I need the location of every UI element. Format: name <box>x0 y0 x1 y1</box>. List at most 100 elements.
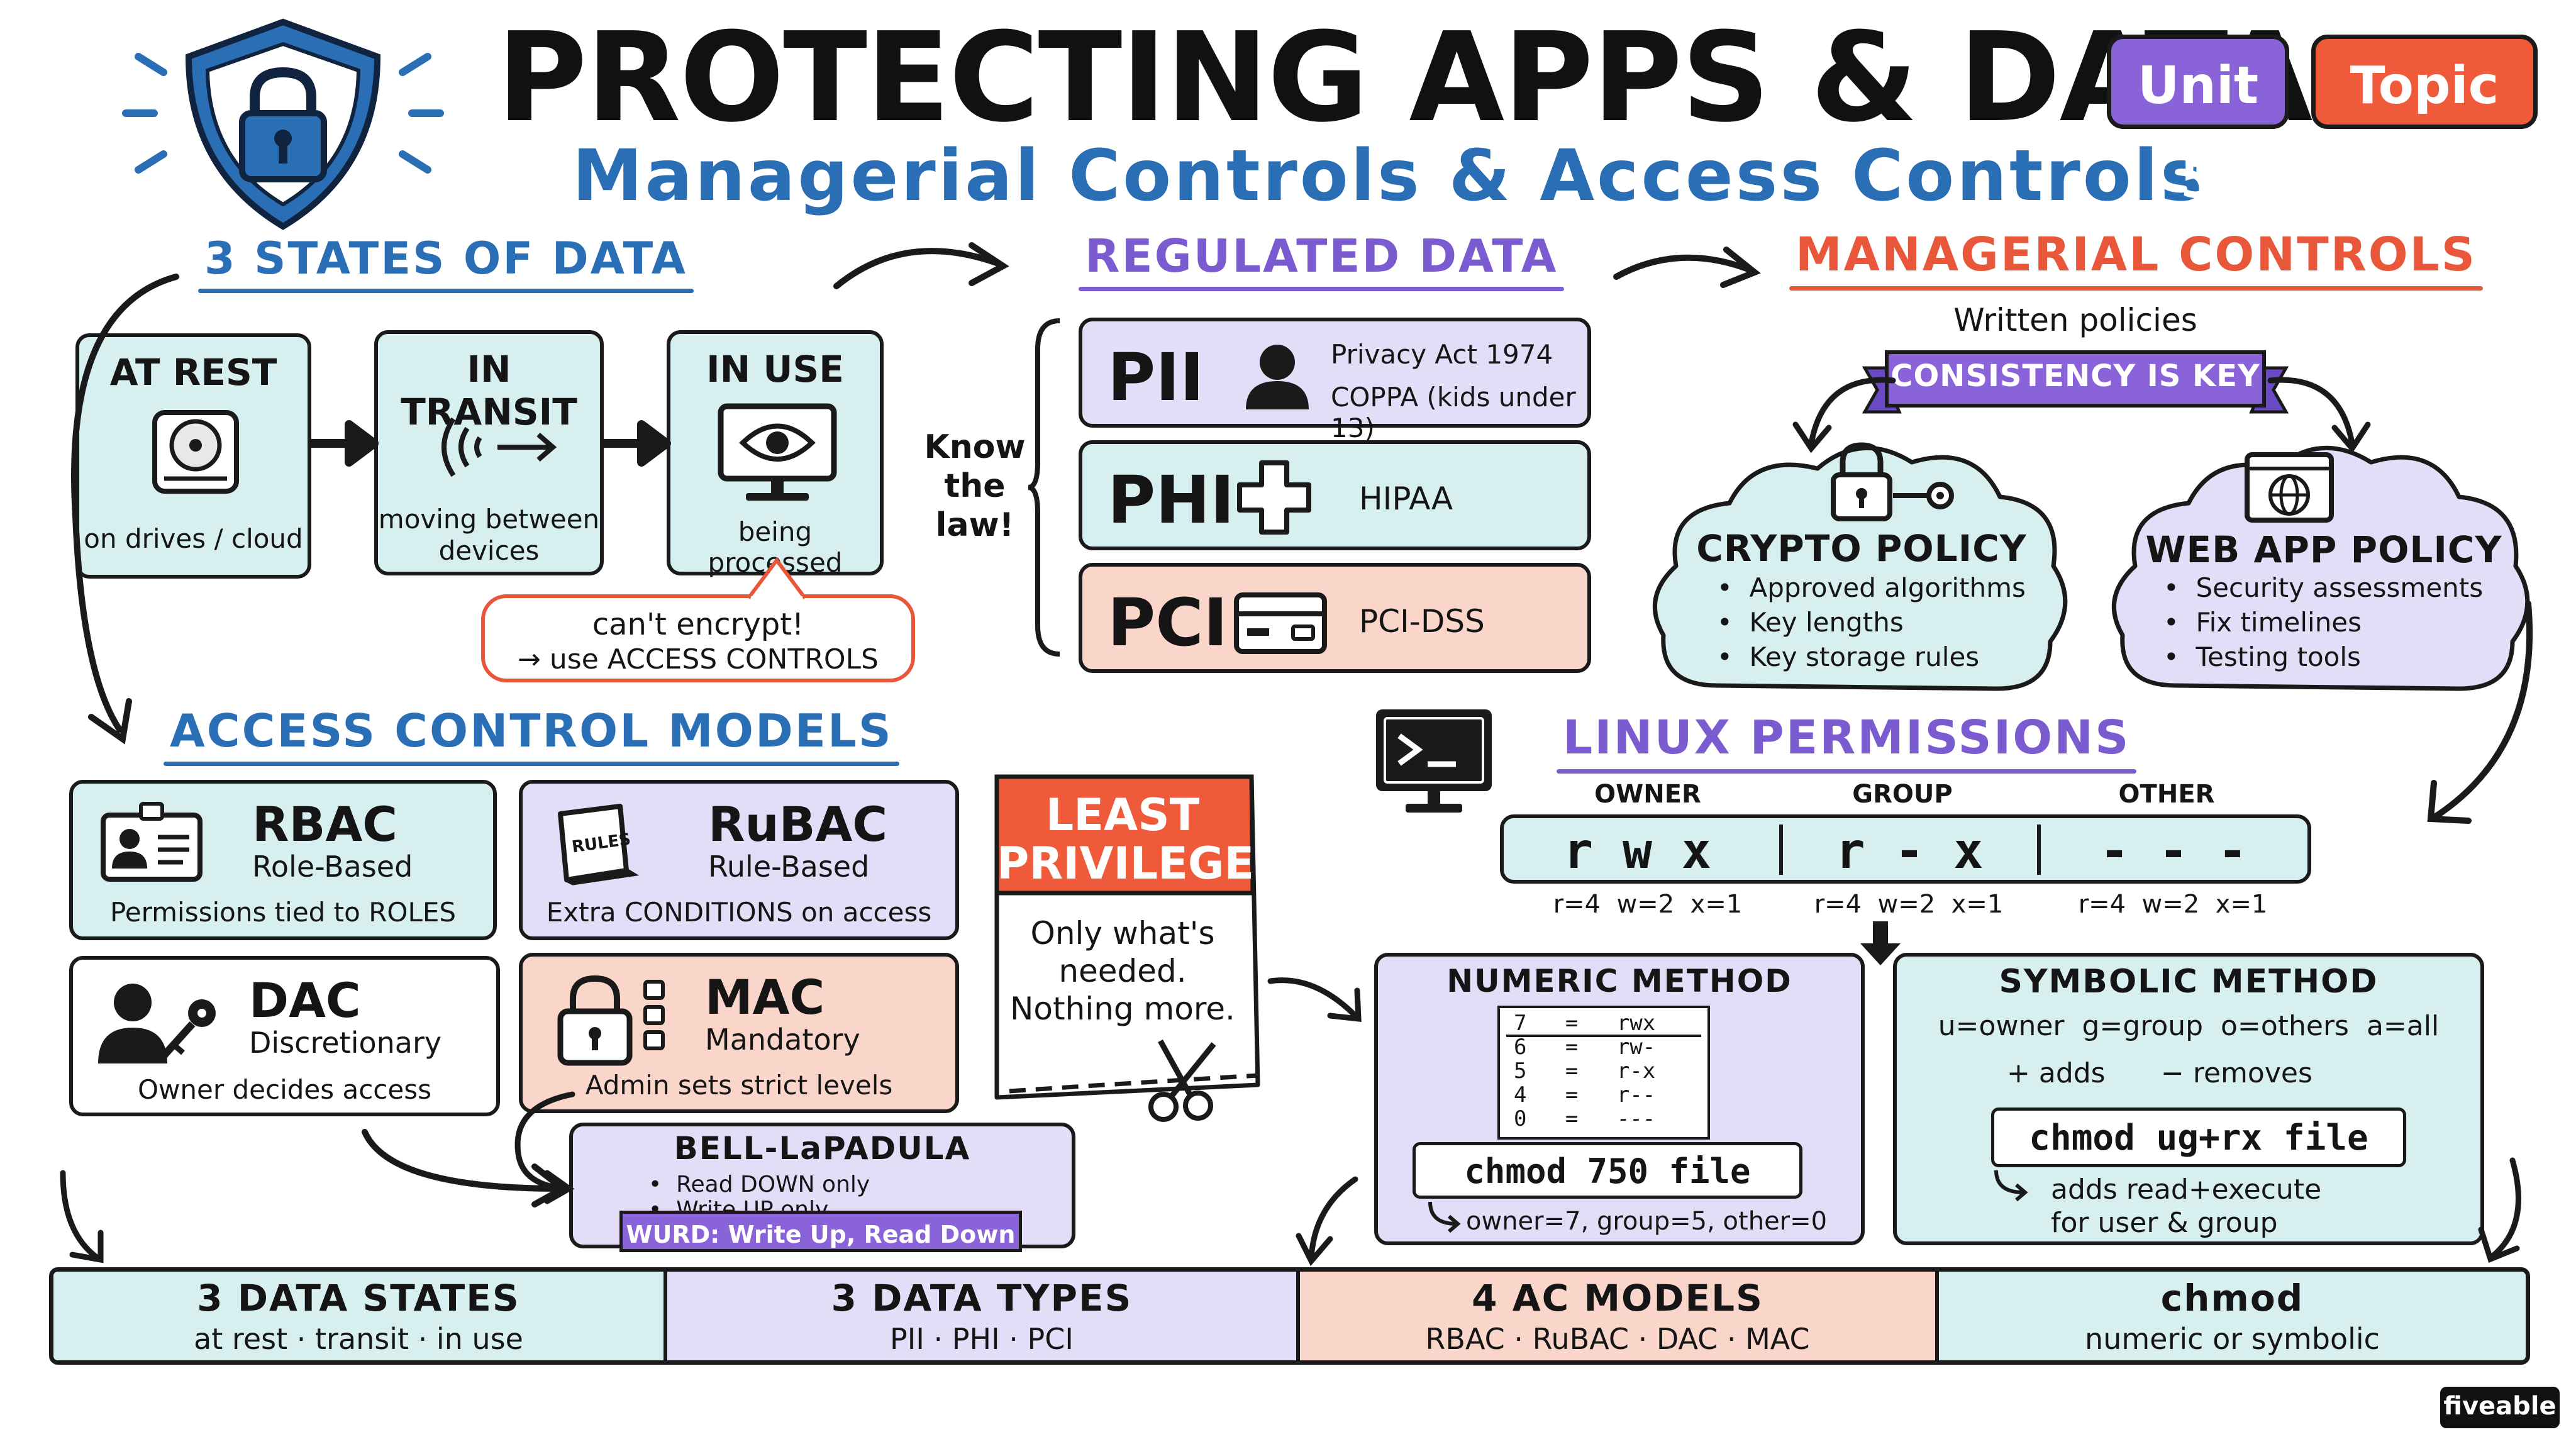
perm-5: r-x <box>1616 1058 1656 1084</box>
summary-chmod-title: chmod <box>2160 1277 2304 1319</box>
consistency-ribbon: CONSISTENCY IS KEY <box>1890 358 2260 394</box>
mac-desc: Admin sets strict levels <box>585 1070 893 1101</box>
perm-0: --- <box>1616 1106 1656 1131</box>
num-6: 6 <box>1514 1035 1527 1060</box>
perm-4: r-- <box>1616 1082 1656 1108</box>
dac-title: DAC <box>249 972 361 1028</box>
pci-label: PCI <box>1108 584 1228 661</box>
webapp-item-1: • Security assessments <box>2163 572 2484 603</box>
topic-badge: Topic 5.2 <box>2311 35 2538 210</box>
rbac-title: RBAC <box>252 796 398 852</box>
num-7: 7 <box>1514 1011 1527 1036</box>
crypto-item-1-text: Approved algorithms <box>1749 572 2026 603</box>
arrow-regulated-to-managerial <box>1613 247 1761 288</box>
symbolic-legend: u=owner g=group o=others a=all <box>1938 1010 2440 1042</box>
permission-bar: r w x r - x - - - <box>1500 814 2311 884</box>
written-policies: Written policies <box>1953 302 2197 338</box>
num-5: 5 <box>1514 1058 1527 1084</box>
summary-states-title: 3 DATA STATES <box>197 1277 520 1319</box>
know-line-1: Know <box>924 428 1026 466</box>
bell-title: BELL-LaPADULA <box>674 1130 971 1167</box>
acm-heading: ACCESS CONTROL MODELS <box>164 704 899 766</box>
lock-levels-icon <box>557 975 665 1066</box>
linux-heading: LINUX PERMISSIONS <box>1557 711 2137 774</box>
eq-4: = <box>1565 1082 1579 1108</box>
arrow-mac-to-bell <box>514 1091 575 1204</box>
rubac-card: RULES RuBAC Rule-Based Extra CONDITIONS … <box>519 780 959 940</box>
dac-desc: Owner decides access <box>137 1074 431 1105</box>
arrow-states-to-acm <box>71 274 179 745</box>
rubac-desc: Extra CONDITIONS on access <box>546 897 932 928</box>
scissors-icon <box>1009 1039 1258 1122</box>
linux-heading-underline <box>1557 769 2137 774</box>
eq-7: = <box>1565 1011 1579 1036</box>
webapp-item-3-text: Testing tools <box>2196 641 2361 672</box>
summary-states: 3 DATA STATES at rest · transit · in use <box>53 1272 667 1360</box>
numeric-command: chmod 750 file <box>1413 1142 1802 1199</box>
rbac-card: RBAC Role-Based Permissions tied to ROLE… <box>69 780 497 940</box>
monitor-eye-icon <box>718 403 837 501</box>
dac-card: DAC Discretionary Owner decides access <box>69 956 500 1116</box>
mac-card: MAC Mandatory Admin sets strict levels <box>519 953 959 1113</box>
eq-0: = <box>1565 1106 1579 1131</box>
pii-card: PII Privacy Act 1974 COPPA (kids under 1… <box>1079 318 1591 443</box>
summary-chmod: chmod numeric or symbolic <box>1939 1272 2526 1360</box>
person-icon <box>1246 345 1309 409</box>
in-transit-title: IN TRANSIT <box>401 348 577 433</box>
phi-law: HIPAA <box>1359 480 1453 517</box>
summary-states-sub: at rest · transit · in use <box>194 1322 523 1356</box>
states-heading-underline <box>198 289 694 293</box>
callout-line-2: → use ACCESS CONTROLS <box>518 643 879 675</box>
num-0: 0 <box>1514 1106 1527 1131</box>
callout-pointer <box>747 557 807 602</box>
summary-models-title: 4 AC MODELS <box>1472 1277 1763 1319</box>
eq-5: = <box>1565 1058 1579 1084</box>
rbac-desc: Permissions tied to ROLES <box>109 897 457 928</box>
numeric-title: NUMERIC METHOD <box>1446 963 1792 999</box>
in-use-card: IN USE being processed <box>667 330 884 578</box>
hard-drive-icon <box>152 410 239 494</box>
numeric-table-rule <box>1506 1035 1701 1037</box>
browser-globe-icon <box>2245 452 2334 523</box>
medical-cross-icon <box>1237 460 1311 535</box>
in-use-title: IN USE <box>706 348 844 391</box>
least-privilege-frame <box>994 774 1260 1100</box>
know-the-law: Know the law! <box>918 428 1031 545</box>
unit-badge: Unit 5 <box>2107 35 2289 210</box>
arrow-to-summary-3 <box>2478 1157 2521 1263</box>
bell-item-1-text: Read DOWN only <box>676 1172 870 1197</box>
states-heading-text: 3 STATES OF DATA <box>204 233 687 284</box>
brace <box>1028 318 1060 657</box>
page-title: PROTECTING APPS & DATA <box>497 6 2312 150</box>
perm-divider-1 <box>1779 824 1783 875</box>
webapp-item-2: • Fix timelines <box>2163 607 2362 638</box>
wireless-signal-icon <box>441 417 557 477</box>
symbolic-note-arrow <box>1994 1170 2028 1202</box>
numeric-card: NUMERIC METHOD 7 = rwx 6 = rw- 5 = r-x 4… <box>1374 953 1865 1245</box>
credit-card-icon <box>1234 592 1327 654</box>
arrow-to-summary-2 <box>1296 1176 1358 1267</box>
lock-key-icon <box>1831 442 1954 521</box>
perm-7: rwx <box>1616 1011 1656 1036</box>
linux-heading-text: LINUX PERMISSIONS <box>1563 711 2131 765</box>
ribbon-arrow-left <box>1792 377 1896 453</box>
dac-sub: Discretionary <box>249 1026 442 1060</box>
id-badge-icon <box>101 802 203 882</box>
group-perm: r - x <box>1835 823 1984 880</box>
summary-bar: 3 DATA STATES at rest · transit · in use… <box>49 1267 2530 1365</box>
other-values: r=4 w=2 x=1 <box>2078 890 2268 919</box>
in-transit-caption-1: moving between <box>378 504 600 535</box>
numeric-note-arrow <box>1428 1201 1461 1233</box>
acm-heading-text: ACCESS CONTROL MODELS <box>170 704 893 757</box>
mac-sub: Mandatory <box>705 1023 860 1057</box>
at-rest-caption: on drives / cloud <box>84 523 303 554</box>
states-heading: 3 STATES OF DATA <box>198 233 694 293</box>
symbolic-command: chmod ug+rx file <box>1991 1108 2406 1167</box>
owner-values: r=4 w=2 x=1 <box>1553 890 1743 919</box>
perm-divider-2 <box>2037 824 2041 875</box>
rubac-sub: Rule-Based <box>708 850 870 884</box>
managerial-heading: MANAGERIAL CONTROLS <box>1789 228 2484 291</box>
webapp-item-3: • Testing tools <box>2163 641 2361 672</box>
numeric-row-5: 5 = r-x <box>1514 1058 1655 1084</box>
acm-heading-underline <box>164 762 899 766</box>
